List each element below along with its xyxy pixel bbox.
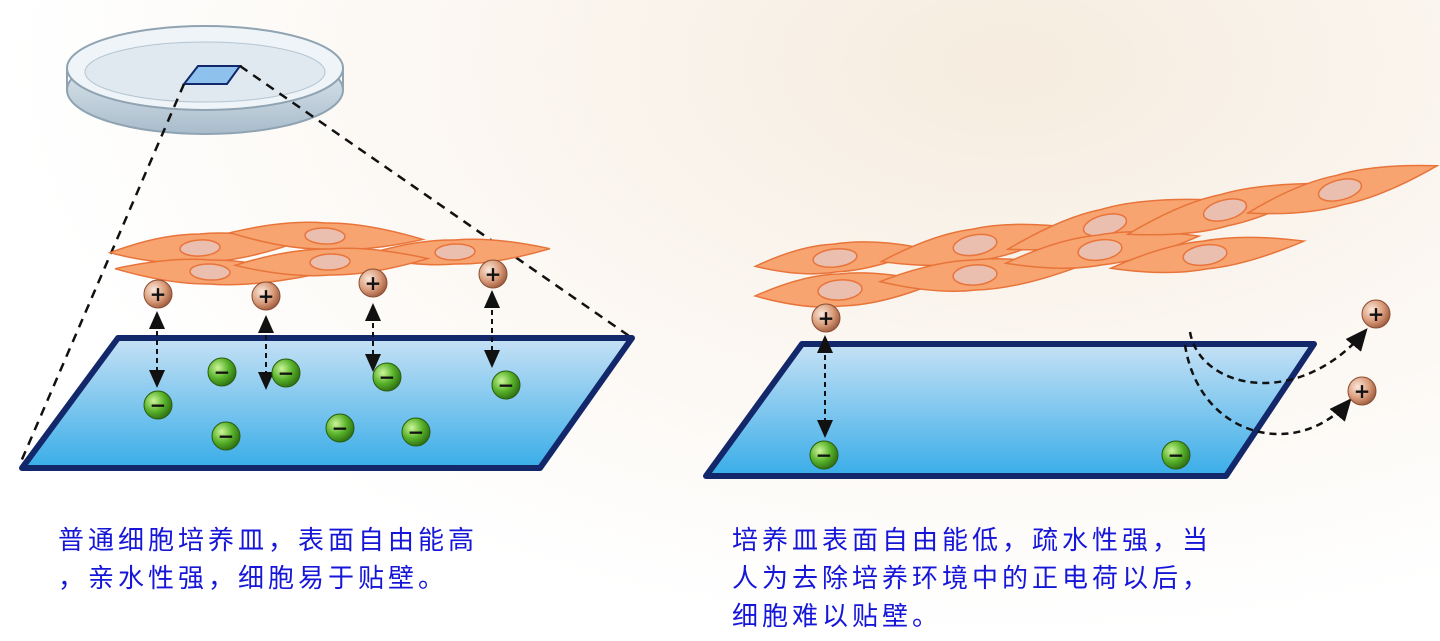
positive-charge: +: [359, 269, 387, 297]
positive-charge: +: [812, 304, 840, 332]
plus-sign: +: [485, 262, 502, 286]
minus-sign: −: [214, 360, 231, 384]
negative-charge: −: [208, 358, 236, 386]
caption-right: 培养皿表面自由能低，疏水性强，当 人为去除培养环境中的正电荷以后， 细胞难以贴壁…: [732, 522, 1212, 636]
minus-sign: −: [332, 416, 349, 440]
negative-charge: −: [373, 363, 401, 391]
minus-sign: −: [218, 424, 235, 448]
negative-charge: −: [402, 418, 430, 446]
minus-sign: −: [379, 365, 396, 389]
positive-charge: +: [1362, 300, 1390, 328]
minus-sign: −: [498, 373, 515, 397]
zoom-line-right: [240, 66, 632, 338]
plus-sign: +: [365, 271, 382, 295]
positive-charge: +: [252, 282, 280, 310]
caption-right-line1: 培养皿表面自由能低，疏水性强，当: [732, 522, 1212, 560]
minus-sign: −: [278, 361, 295, 385]
plus-sign: +: [818, 306, 835, 330]
negative-charge: −: [810, 441, 838, 469]
positive-charge: +: [479, 260, 507, 288]
negative-charge: −: [212, 422, 240, 450]
caption-right-line3: 细胞难以贴壁。: [732, 598, 1212, 636]
caption-left: 普通细胞培养皿，表面自由能高 ，亲水性强，细胞易于贴壁。: [58, 522, 478, 598]
plate-left: [22, 338, 632, 468]
plus-sign: +: [1354, 379, 1371, 403]
positive-charge: +: [144, 280, 172, 308]
plus-sign: +: [150, 282, 167, 306]
plus-sign: +: [1368, 302, 1385, 326]
cell-layer-right: [754, 151, 1440, 312]
negative-charge: −: [272, 359, 300, 387]
minus-sign: −: [1168, 443, 1185, 467]
plate-right: [706, 344, 1314, 476]
caption-left-line2: ，亲水性强，细胞易于贴壁。: [58, 560, 478, 598]
caption-left-line1: 普通细胞培养皿，表面自由能高: [58, 522, 478, 560]
positive-charge: +: [1348, 377, 1376, 405]
minus-sign: −: [816, 443, 833, 467]
negative-charge: −: [326, 414, 354, 442]
plus-sign: +: [258, 284, 275, 308]
negative-charge: −: [1162, 441, 1190, 469]
negative-charge: −: [144, 391, 172, 419]
minus-sign: −: [150, 393, 167, 417]
negative-charge: −: [492, 371, 520, 399]
minus-sign: −: [408, 420, 425, 444]
caption-right-line2: 人为去除培养环境中的正电荷以后，: [732, 560, 1212, 598]
